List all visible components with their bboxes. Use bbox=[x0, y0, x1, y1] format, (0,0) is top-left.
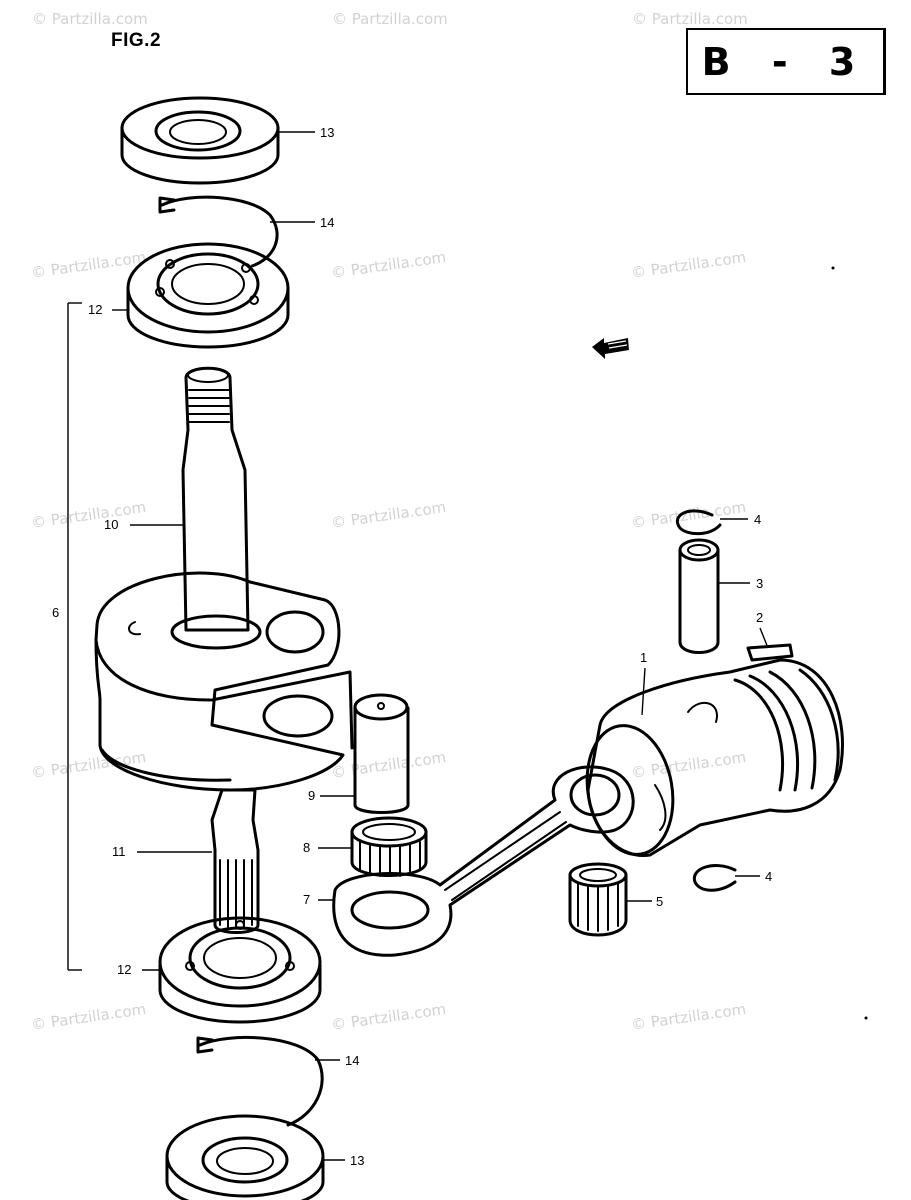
leader-lines bbox=[67, 131, 769, 1161]
callout-5: 5 bbox=[656, 894, 663, 909]
callout-12: 12 bbox=[117, 962, 131, 977]
crankshaft-lower bbox=[210, 788, 260, 934]
watermark: © Partzilla.com bbox=[630, 248, 747, 282]
section-code-box: B - 3 bbox=[686, 28, 886, 95]
watermark: © Partzilla.com bbox=[632, 10, 748, 28]
crankshaft-upper bbox=[181, 366, 250, 632]
watermark: © Partzilla.com bbox=[332, 10, 448, 28]
bearing-top bbox=[126, 242, 290, 349]
callout-6: 6 bbox=[52, 605, 59, 620]
watermark: © Partzilla.com bbox=[330, 1000, 447, 1034]
bearing-bottom bbox=[158, 916, 322, 1024]
piston bbox=[585, 658, 844, 858]
figure-label: FIG.2 bbox=[111, 30, 162, 51]
watermark: © Partzilla.com bbox=[32, 10, 148, 28]
crank-pin bbox=[353, 693, 410, 814]
watermark: © Partzilla.com bbox=[630, 1000, 747, 1034]
watermark: © Partzilla.com bbox=[630, 748, 747, 782]
small-end-bearing bbox=[568, 862, 628, 937]
callout-10: 10 bbox=[104, 517, 118, 532]
watermark-layer: © Partzilla.com © Partzilla.com © Partzi… bbox=[30, 10, 748, 1034]
forward-arrow-icon bbox=[592, 338, 629, 359]
oil-seal-bottom bbox=[165, 1114, 325, 1200]
callout-7: 7 bbox=[303, 892, 310, 907]
callout-2: 2 bbox=[756, 610, 763, 625]
callout-1: 1 bbox=[640, 650, 647, 665]
circlip-bottom bbox=[196, 1036, 324, 1127]
big-end-bearing bbox=[350, 816, 428, 877]
connecting-rod bbox=[332, 765, 635, 957]
watermark: © Partzilla.com bbox=[30, 1000, 147, 1034]
watermark: © Partzilla.com bbox=[630, 498, 747, 532]
crankshaft-web bbox=[94, 571, 354, 792]
circlip-top bbox=[158, 195, 279, 268]
callout-14: 14 bbox=[345, 1053, 359, 1068]
callout-4: 4 bbox=[765, 869, 772, 884]
watermark: © Partzilla.com bbox=[330, 748, 447, 782]
oil-seal-top bbox=[120, 96, 280, 185]
callout-3: 3 bbox=[756, 576, 763, 591]
callout-13: 13 bbox=[350, 1153, 364, 1168]
callout-14: 14 bbox=[320, 215, 334, 230]
watermark: © Partzilla.com bbox=[330, 498, 447, 532]
callout-11: 11 bbox=[112, 844, 126, 859]
speck bbox=[831, 266, 835, 270]
piston-ring bbox=[746, 643, 794, 662]
callout-9: 9 bbox=[308, 788, 315, 803]
callout-12: 12 bbox=[88, 302, 102, 317]
snap-ring-top bbox=[676, 509, 722, 536]
callout-13: 13 bbox=[320, 125, 334, 140]
watermark: © Partzilla.com bbox=[330, 248, 447, 282]
snap-ring-bottom bbox=[692, 864, 737, 892]
watermark: © Partzilla.com bbox=[30, 748, 147, 782]
watermark: © Partzilla.com bbox=[30, 498, 147, 532]
speck bbox=[864, 1016, 868, 1020]
callout-labels: 13 14 12 10 6 9 11 8 7 12 14 13 4 3 2 1 … bbox=[52, 125, 772, 1168]
callout-4: 4 bbox=[754, 512, 761, 527]
callout-8: 8 bbox=[303, 840, 310, 855]
piston-pin bbox=[678, 538, 720, 654]
